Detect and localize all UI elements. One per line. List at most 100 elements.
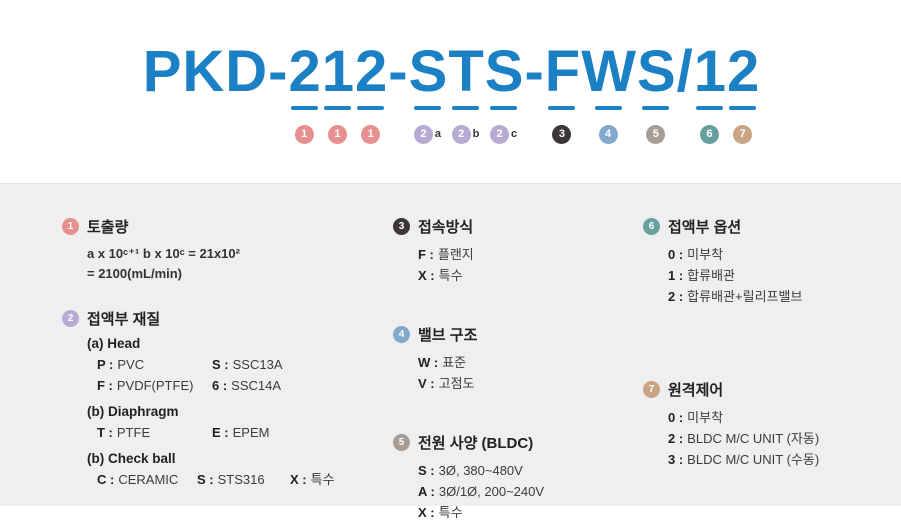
option-value: 특수 bbox=[438, 505, 463, 520]
option-key: 0 : bbox=[668, 247, 684, 262]
legend-item-5: 5 전원 사양 (BLDC) S :3Ø, 380~480V A :3Ø/1Ø,… bbox=[393, 432, 643, 523]
option-key: 3 : bbox=[668, 452, 684, 467]
option-key: W : bbox=[418, 355, 439, 370]
legend-item-lines: 0 :미부착 1 :합류배관 2 :합류배관+릴리프밸브 bbox=[643, 244, 901, 307]
model-char: S bbox=[408, 39, 448, 104]
option-line: 1 :합류배관 bbox=[668, 265, 901, 286]
formula-line: a x 10ᶜ⁺¹ b x 10ᶜ = 21x10² bbox=[87, 246, 240, 261]
option-row: F :PVDF(PTFE) 6 :SSC14A bbox=[87, 375, 393, 396]
model-char: S bbox=[636, 39, 676, 104]
option-line: A :3Ø/1Ø, 200~240V bbox=[418, 481, 643, 502]
char-underline bbox=[642, 105, 670, 110]
option-line: X :특수 bbox=[418, 502, 643, 523]
legend-item-lines: (a) Head P :PVC S :SSC13A F :PVDF(PTFE) … bbox=[62, 336, 393, 490]
model-char: 2 bbox=[288, 39, 321, 104]
char-underline bbox=[695, 105, 723, 110]
legend-item-header: 3 접속방식 bbox=[393, 216, 643, 237]
model-char: - bbox=[524, 39, 543, 104]
char-underline bbox=[413, 105, 441, 110]
badge-4: 4 bbox=[598, 124, 618, 144]
option-key: 0 : bbox=[668, 410, 684, 425]
option-value: 3Ø/1Ø, 200~240V bbox=[438, 484, 545, 499]
option-key: X : bbox=[418, 505, 435, 520]
char-underline bbox=[594, 105, 622, 110]
option-pair: S :STS316 bbox=[197, 469, 290, 490]
model-char: - bbox=[268, 39, 287, 104]
badge-sub-letter: b bbox=[472, 128, 480, 141]
option-row: P :PVC S :SSC13A bbox=[87, 354, 393, 375]
char-underline bbox=[290, 105, 318, 110]
option-key: F : bbox=[97, 378, 113, 393]
option-line: 3 :BLDC M/C UNIT (수동) bbox=[668, 449, 901, 470]
option-value: CERAMIC bbox=[118, 472, 179, 487]
legend-badge-3: 3 bbox=[393, 218, 410, 235]
legend-item-title: 원격제어 bbox=[668, 382, 724, 399]
model-char-group: K bbox=[182, 39, 224, 104]
legend-item-title: 토출량 bbox=[87, 219, 129, 236]
model-char: W bbox=[581, 39, 636, 104]
material-group-label: (b) Diaphragm bbox=[87, 404, 179, 419]
legend-item-header: 1 토출량 bbox=[62, 216, 393, 237]
model-char-group: D bbox=[225, 39, 267, 104]
option-value: PVDF(PTFE) bbox=[116, 378, 194, 393]
badge-2b: 2 bbox=[451, 124, 471, 144]
option-value: 3Ø, 380~480V bbox=[438, 463, 523, 478]
model-char-group: T 2 b bbox=[448, 41, 484, 144]
option-key: F : bbox=[418, 247, 434, 262]
option-value: BLDC M/C UNIT (수동) bbox=[687, 452, 820, 467]
char-badge-row: 1 bbox=[327, 124, 347, 144]
legend-item-header: 2 접액부 재질 bbox=[62, 308, 393, 329]
option-line: 2 :BLDC M/C UNIT (자동) bbox=[668, 428, 901, 449]
formula-line: = 2100(mL/min) bbox=[87, 266, 183, 281]
option-line: V :고점도 bbox=[418, 373, 643, 394]
model-char-group: S 2 c bbox=[484, 39, 524, 144]
option-key: C : bbox=[97, 472, 115, 487]
model-char-group: F 3 bbox=[545, 41, 580, 144]
legend-column-3: 6 접액부 옵션 0 :미부착 1 :합류배관 2 :합류배관+릴리프밸브 7 … bbox=[643, 216, 901, 506]
option-value: EPEM bbox=[232, 425, 270, 440]
model-char: - bbox=[388, 39, 407, 104]
char-badge-row: 4 bbox=[598, 124, 618, 144]
char-underline bbox=[548, 105, 576, 110]
option-line: 0 :미부착 bbox=[668, 407, 901, 428]
model-char: D bbox=[225, 39, 267, 104]
legend-item-6: 6 접액부 옵션 0 :미부착 1 :합류배관 2 :합류배관+릴리프밸브 bbox=[643, 216, 901, 307]
option-value: 합류배관 bbox=[687, 268, 736, 283]
option-key: 2 : bbox=[668, 289, 684, 304]
char-underline bbox=[323, 105, 351, 110]
option-line: W :표준 bbox=[418, 352, 643, 373]
option-row: T :PTFE E :EPEM bbox=[87, 422, 393, 443]
badge-sub-letter: a bbox=[434, 128, 442, 141]
legend-item-header: 5 전원 사양 (BLDC) bbox=[393, 432, 643, 453]
model-char: P bbox=[142, 39, 182, 104]
option-key: X : bbox=[418, 268, 435, 283]
model-char-group: W 4 bbox=[581, 39, 636, 144]
char-badge-row: 1 bbox=[361, 124, 381, 144]
char-underline bbox=[357, 105, 385, 110]
option-value: 특수 bbox=[310, 472, 335, 487]
model-code-section: P K D - 2 1 1 1 2 1 bbox=[0, 0, 901, 183]
legend-item-4: 4 밸브 구조 W :표준 V :고점도 bbox=[393, 324, 643, 394]
model-char: K bbox=[182, 39, 224, 104]
option-value: 플랜지 bbox=[437, 247, 474, 262]
legend-item-title: 밸브 구조 bbox=[418, 327, 478, 344]
option-value: 미부착 bbox=[687, 247, 724, 262]
legend-item-1: 1 토출량 a x 10ᶜ⁺¹ b x 10ᶜ = 21x10² = 2100(… bbox=[62, 216, 393, 284]
option-pair: E :EPEM bbox=[212, 422, 269, 443]
option-key: S : bbox=[418, 463, 435, 478]
char-badge-row: 3 bbox=[552, 124, 572, 144]
legend-column-2: 3 접속방식 F :플랜지 X :특수 4 밸브 구조 W :표준 V :고점도… bbox=[393, 216, 643, 520]
model-char: S bbox=[484, 39, 524, 104]
legend-badge-7: 7 bbox=[643, 381, 660, 398]
option-key: E : bbox=[212, 425, 229, 440]
option-value: 미부착 bbox=[687, 410, 724, 425]
option-value: SSC13A bbox=[232, 357, 283, 372]
legend-item-lines: a x 10ᶜ⁺¹ b x 10ᶜ = 21x10² = 2100(mL/min… bbox=[62, 244, 393, 284]
legend-item-lines: S :3Ø, 380~480V A :3Ø/1Ø, 200~240V X :특수 bbox=[393, 460, 643, 523]
legend-item-lines: 0 :미부착 2 :BLDC M/C UNIT (자동) 3 :BLDC M/C… bbox=[643, 407, 901, 470]
badge-1: 1 bbox=[294, 124, 314, 144]
badge-1: 1 bbox=[361, 124, 381, 144]
option-pair: T :PTFE bbox=[97, 422, 212, 443]
legend-item-header: 6 접액부 옵션 bbox=[643, 216, 901, 237]
option-value: 합류배관+릴리프밸브 bbox=[687, 289, 803, 304]
